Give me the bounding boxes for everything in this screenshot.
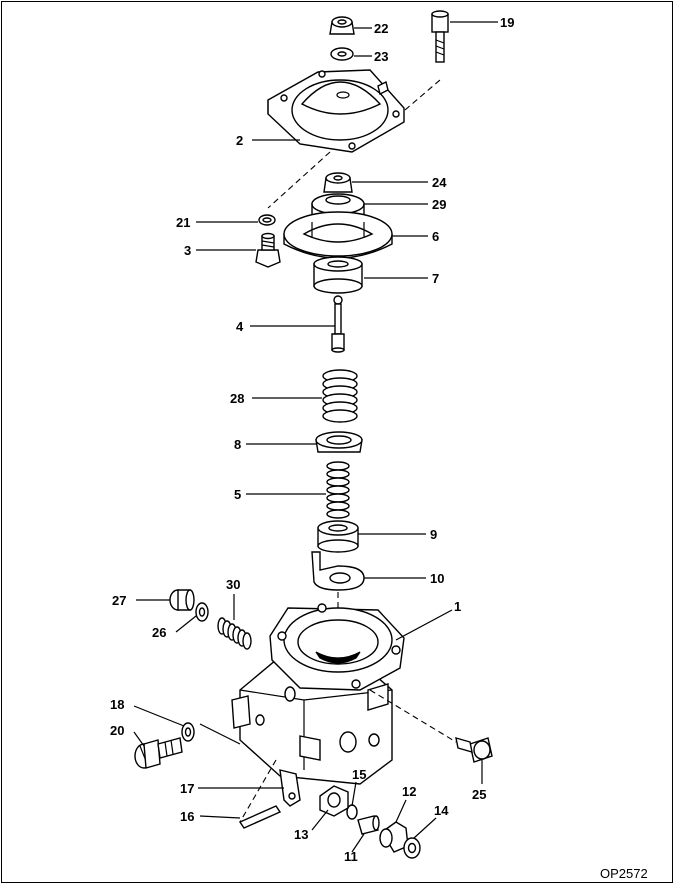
callout-16: 16	[180, 809, 194, 824]
drawing-code: OP2572	[600, 866, 648, 881]
callout-27: 27	[112, 593, 126, 608]
callout-24: 24	[432, 175, 447, 190]
part-22-nut	[329, 16, 355, 35]
part-25-bolt	[455, 737, 493, 763]
callout-9: 9	[430, 527, 437, 542]
callout-10: 10	[430, 571, 444, 586]
callout-22: 22	[374, 21, 388, 36]
callout-7: 7	[432, 271, 439, 286]
callout-13: 13	[294, 827, 308, 842]
callout-2: 2	[236, 133, 243, 148]
part-9-seat	[317, 520, 359, 553]
part-5-spring	[326, 461, 350, 519]
callout-12: 12	[402, 784, 416, 799]
callout-18: 18	[110, 697, 124, 712]
callout-20: 20	[110, 723, 124, 738]
callout-28: 28	[230, 391, 244, 406]
callout-labels: 22 23 19 2 24 29 21 6 3 7 4 28 8 5 9 10 …	[110, 15, 514, 864]
callout-15: 15	[352, 767, 366, 782]
callout-23: 23	[374, 49, 388, 64]
callout-3: 3	[184, 243, 191, 258]
part-2-cover	[267, 69, 405, 153]
part-3-plug	[255, 232, 281, 268]
part-26-washer	[195, 602, 209, 622]
callout-6: 6	[432, 229, 439, 244]
part-11-pin	[357, 815, 380, 835]
callout-30: 30	[226, 577, 240, 592]
callout-29: 29	[432, 197, 446, 212]
part-15-o-ring	[346, 804, 358, 820]
part-18-washer	[181, 722, 195, 742]
part-4-valve-stem	[331, 295, 345, 353]
callout-17: 17	[180, 781, 194, 796]
part-21-o-ring	[258, 214, 276, 226]
callout-21: 21	[176, 215, 190, 230]
drawing-frame	[1, 1, 673, 883]
callout-5: 5	[234, 487, 241, 502]
part-13-nut	[319, 785, 349, 817]
part-14-washer	[403, 837, 421, 859]
part-20-screw	[134, 737, 183, 769]
part-7-diaphragm-plate	[313, 256, 363, 294]
part-10-lever-plate	[311, 551, 365, 591]
part-1-body	[231, 603, 405, 785]
callout-4: 4	[236, 319, 244, 334]
callout-26: 26	[152, 625, 166, 640]
leader-lines	[133, 21, 498, 853]
part-17-bracket	[279, 769, 301, 807]
part-6-diaphragm	[283, 211, 393, 259]
part-12-cap	[379, 821, 409, 853]
callout-11: 11	[344, 849, 358, 864]
callout-8: 8	[234, 437, 241, 452]
callout-1: 1	[454, 599, 461, 614]
callout-25: 25	[472, 787, 486, 802]
part-23-washer	[330, 47, 354, 61]
part-16-pin	[238, 805, 282, 829]
part-19-bolt	[431, 10, 449, 63]
part-8-spring-seat	[315, 431, 363, 453]
callout-14: 14	[434, 803, 449, 818]
callout-19: 19	[500, 15, 514, 30]
part-27-plug	[169, 589, 195, 611]
part-28-spring	[322, 369, 358, 423]
part-24-nut	[323, 172, 353, 193]
part-30-spring	[217, 617, 252, 650]
